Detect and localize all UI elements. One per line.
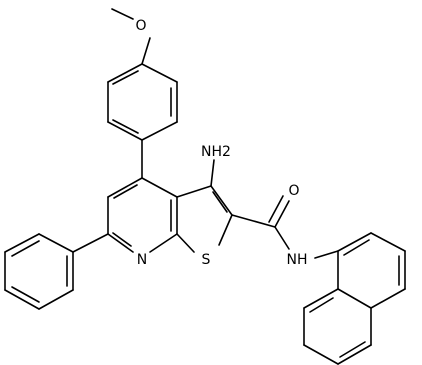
methoxy-oxygen-label: O [135, 18, 146, 34]
phenyl-ring [4, 233, 74, 310]
pyridine-phenyl-bond [72, 233, 109, 253]
thiophene-sulfur-label: S [202, 252, 211, 268]
amine-bond [210, 159, 215, 187]
carbonyl-oxygen-label: O [288, 183, 299, 199]
amide-naphthyl-bond [314, 250, 339, 259]
o-aryl-bond [141, 37, 151, 65]
amine-label: NH2 [201, 144, 231, 160]
methoxyphenyl-ring [107, 63, 178, 141]
atom-labels: O NH2 O NH N S [135, 18, 307, 268]
naphthalene-ring-system [303, 232, 406, 365]
carboxamide-group [231, 195, 290, 250]
pyridine-nitrogen-label: N [137, 252, 147, 268]
methyl-o-bond [111, 8, 134, 20]
thiophene-ring [176, 185, 233, 253]
amide-nh-label: NH [287, 252, 308, 268]
pyridine-ring [107, 177, 178, 253]
methoxy-group [111, 8, 151, 65]
